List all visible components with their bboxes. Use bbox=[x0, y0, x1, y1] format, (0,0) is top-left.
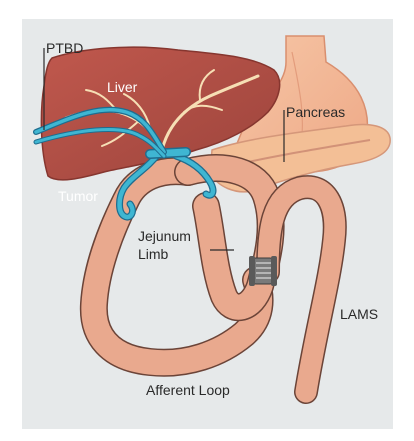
lams-stent-icon bbox=[249, 256, 277, 286]
jejunum-limb-label-line2: Limb bbox=[138, 246, 168, 263]
ptbd-label: PTBD bbox=[46, 40, 83, 57]
jejunum-limb-label-line1: Jejunum bbox=[138, 228, 191, 245]
lams-label: LAMS bbox=[340, 306, 378, 323]
afferent-loop-label: Afferent Loop bbox=[146, 382, 230, 399]
liver-label: Liver bbox=[107, 79, 137, 96]
tumor-label: Tumor bbox=[58, 188, 98, 205]
pancreas-label: Pancreas bbox=[286, 104, 345, 121]
